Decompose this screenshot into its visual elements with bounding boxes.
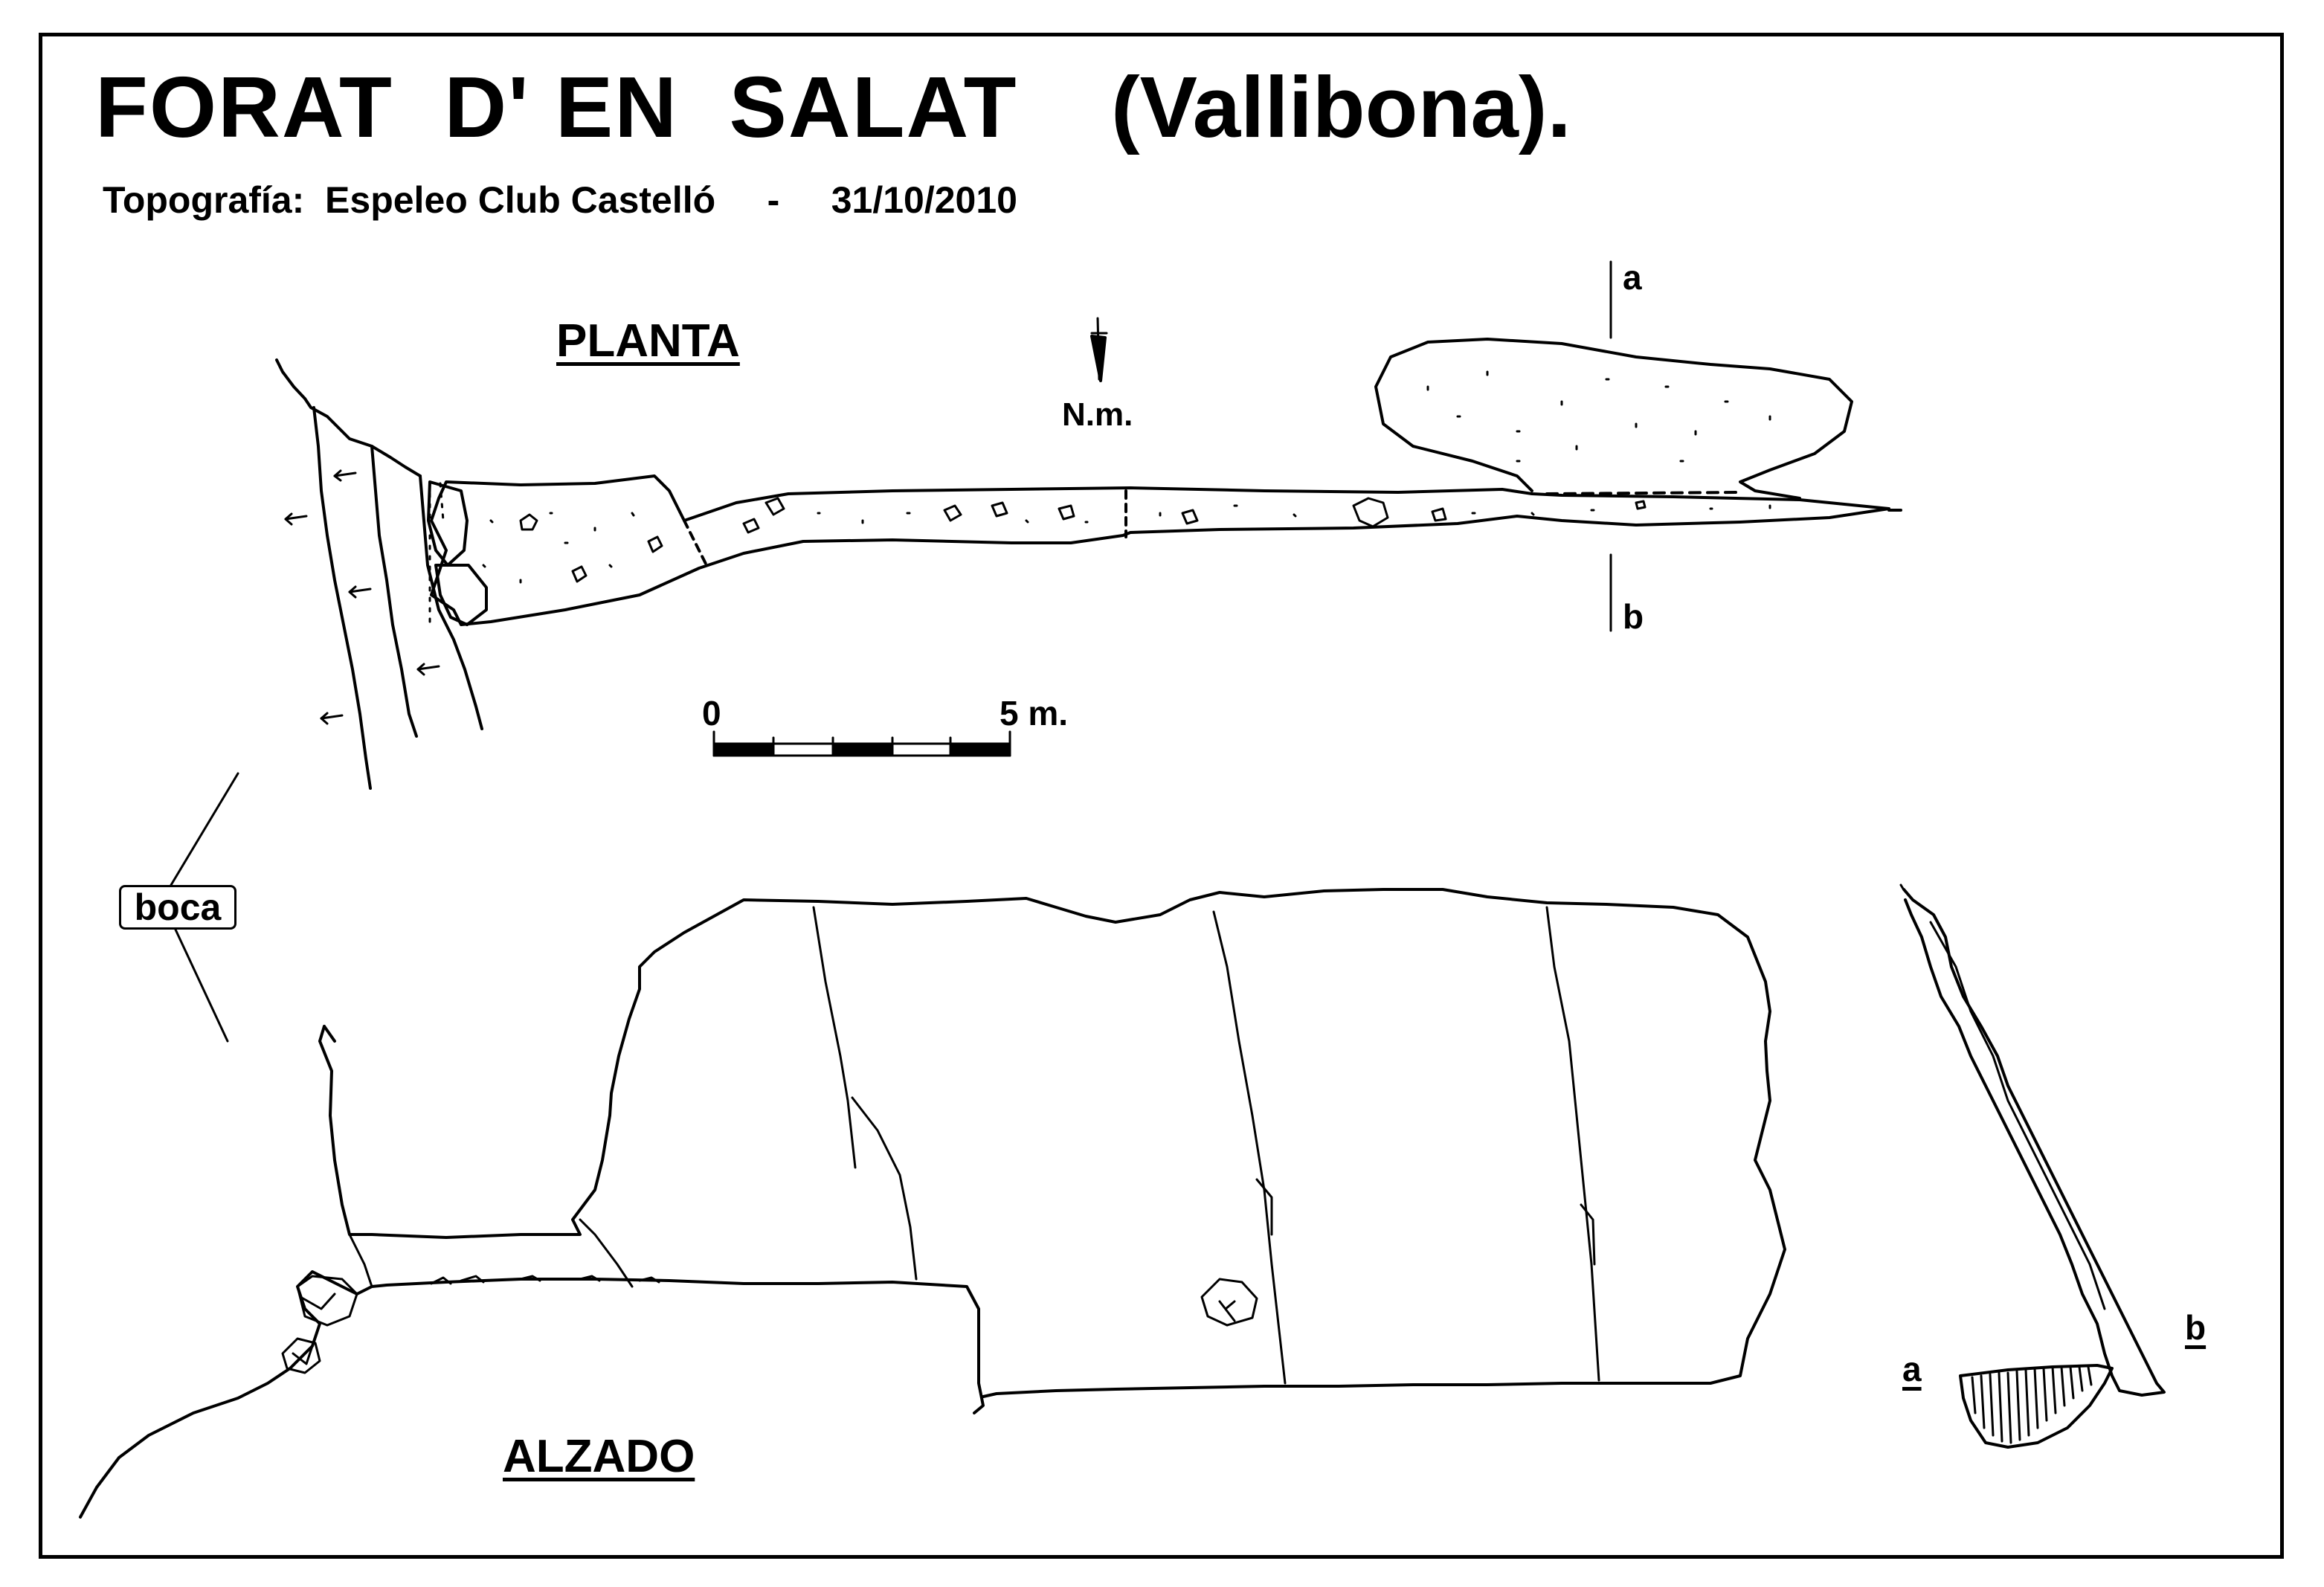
cross-section-floor (1959, 1364, 2114, 1449)
entrance-label: boca (119, 885, 236, 930)
plan-entrance-block (434, 564, 488, 626)
cross-section (1899, 883, 2166, 1449)
plan-cliff-wall (419, 474, 483, 730)
cross-section-b-label: b (2185, 1308, 2206, 1347)
plan-view-label: PLANTA (556, 315, 740, 367)
plan-boundary-3 (1545, 491, 1742, 495)
map-title: FORAT D' EN SALAT (95, 59, 1018, 155)
north-arrow-icon (1090, 317, 1108, 382)
section-a-top-label: a (1623, 258, 1642, 297)
elevation-fractures (348, 906, 1600, 1385)
scale-segment-1 (712, 742, 775, 757)
cross-section-outline (1902, 888, 2166, 1397)
elevation-view (79, 888, 1786, 1519)
scale-bar (712, 730, 1011, 757)
scale-end-label: 5 m. (1000, 694, 1069, 733)
plan-upper-chamber (1374, 338, 1853, 500)
plan-view (275, 260, 1905, 790)
scale-start-label: 0 (702, 694, 721, 733)
plan-passage-outline (430, 474, 1890, 626)
slope-arrows (284, 469, 440, 725)
plan-cliff-face-outer (312, 406, 372, 790)
map-location: (Vallibona). (1111, 59, 1571, 155)
cross-section-a-label: a (1902, 1350, 1922, 1388)
cross-section-hachures (1971, 1365, 2093, 1444)
scale-segment-3 (831, 742, 894, 757)
elevation-cliff-top (323, 1025, 336, 1043)
plan-cliff-edge (275, 358, 422, 477)
map-frame (39, 33, 2284, 1559)
cross-section-tail (1899, 883, 1907, 894)
plan-pit-hachures (428, 482, 445, 626)
entrance-arrows (170, 772, 239, 1043)
plan-blocks (519, 497, 1647, 583)
plan-cliff-face-inner (370, 445, 418, 738)
section-b-bottom-label: b (1623, 597, 1644, 636)
cross-section-inner-line (1929, 921, 2106, 1310)
map-credits: Topografía: Espeleo Club Castelló - 31/1… (103, 179, 1017, 221)
elevation-outline (79, 888, 1786, 1519)
magnetic-north-label: N.m. (1062, 396, 1133, 433)
elevation-blocks (281, 1275, 1258, 1374)
plan-boundary-1 (683, 519, 708, 567)
scale-segment-5 (949, 742, 1011, 757)
plan-sediment-dots (482, 370, 1771, 584)
elevation-view-label: ALZADO (503, 1431, 695, 1482)
